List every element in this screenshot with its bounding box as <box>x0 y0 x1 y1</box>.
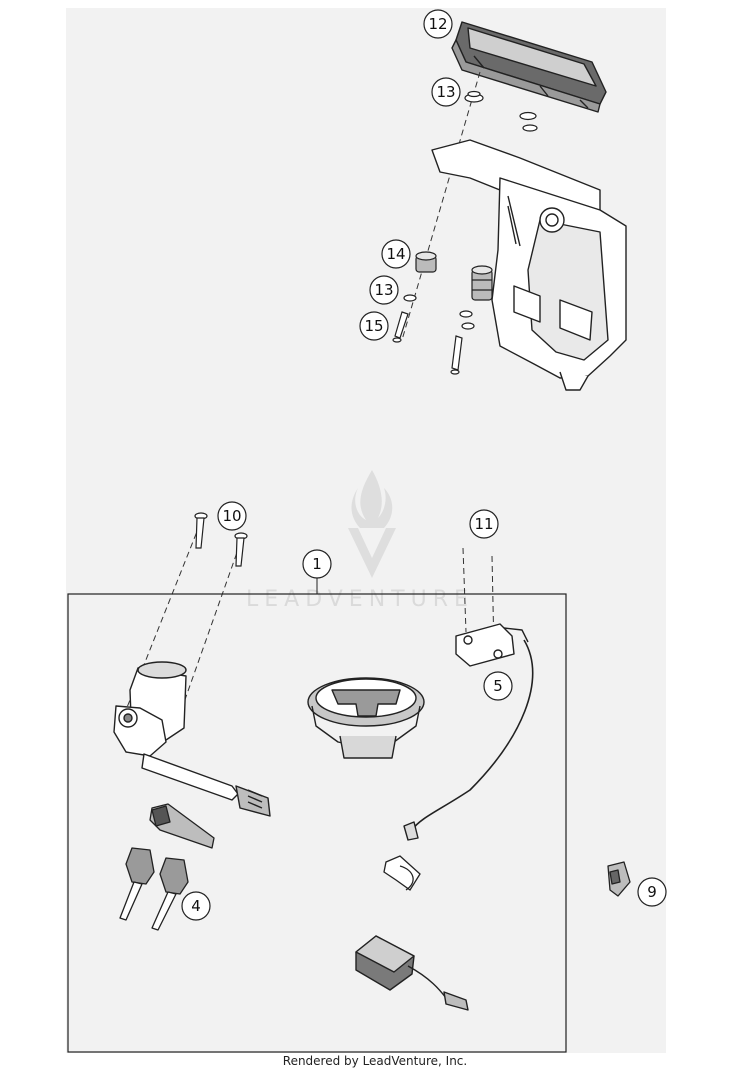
control-module <box>355 935 469 1011</box>
ignition-switch <box>113 661 271 817</box>
watermark-brand: LEADVENTURE <box>246 587 474 612</box>
svg-text:13: 13 <box>374 281 393 299</box>
instrument-cluster-dashboard <box>451 21 607 113</box>
diagram-background <box>66 8 666 1053</box>
callout-1: 1 <box>302 549 332 579</box>
screw-10 <box>194 512 248 567</box>
callout-4: 4 <box>181 891 211 921</box>
ignition-key-2 <box>151 857 189 931</box>
flame-logo-icon <box>351 470 393 528</box>
svg-text:12: 12 <box>428 15 447 33</box>
leadventure-watermark: LEADVENTURE <box>246 470 474 612</box>
svg-text:1: 1 <box>312 555 322 573</box>
svg-text:14: 14 <box>386 245 405 263</box>
callout-10: 10 <box>217 501 247 531</box>
rendered-by-footer: Rendered by LeadVenture, Inc. <box>282 1054 468 1068</box>
cable-clip <box>383 855 421 891</box>
svg-text:10: 10 <box>222 507 241 525</box>
ignition-key-1 <box>119 847 155 921</box>
svg-text:11: 11 <box>474 515 493 533</box>
callout-5: 5 <box>483 671 513 701</box>
fuel-tank-cap <box>307 677 425 759</box>
svg-text:13: 13 <box>436 83 455 101</box>
v-logo-icon <box>348 528 396 578</box>
rubber-bushing-14 <box>415 251 493 301</box>
callout-11: 11 <box>469 509 499 539</box>
screw-15 <box>392 311 463 375</box>
svg-text:15: 15 <box>364 317 383 335</box>
callout-13-upper: 13 <box>431 77 461 107</box>
callout-13-lower: 13 <box>369 275 399 305</box>
callout-15: 15 <box>359 311 389 341</box>
svg-text:4: 4 <box>191 897 201 915</box>
svg-text:5: 5 <box>493 677 503 695</box>
instrument-mounting-bracket <box>431 139 627 391</box>
callout-14: 14 <box>381 239 411 269</box>
bracket-with-cable-5 <box>403 623 534 841</box>
key-transponder-fob <box>149 803 215 849</box>
mounting-grommets <box>403 90 538 330</box>
svg-text:9: 9 <box>647 883 657 901</box>
small-bracket-9 <box>607 861 631 897</box>
callout-12: 12 <box>423 9 453 39</box>
callout-9: 9 <box>637 877 667 907</box>
